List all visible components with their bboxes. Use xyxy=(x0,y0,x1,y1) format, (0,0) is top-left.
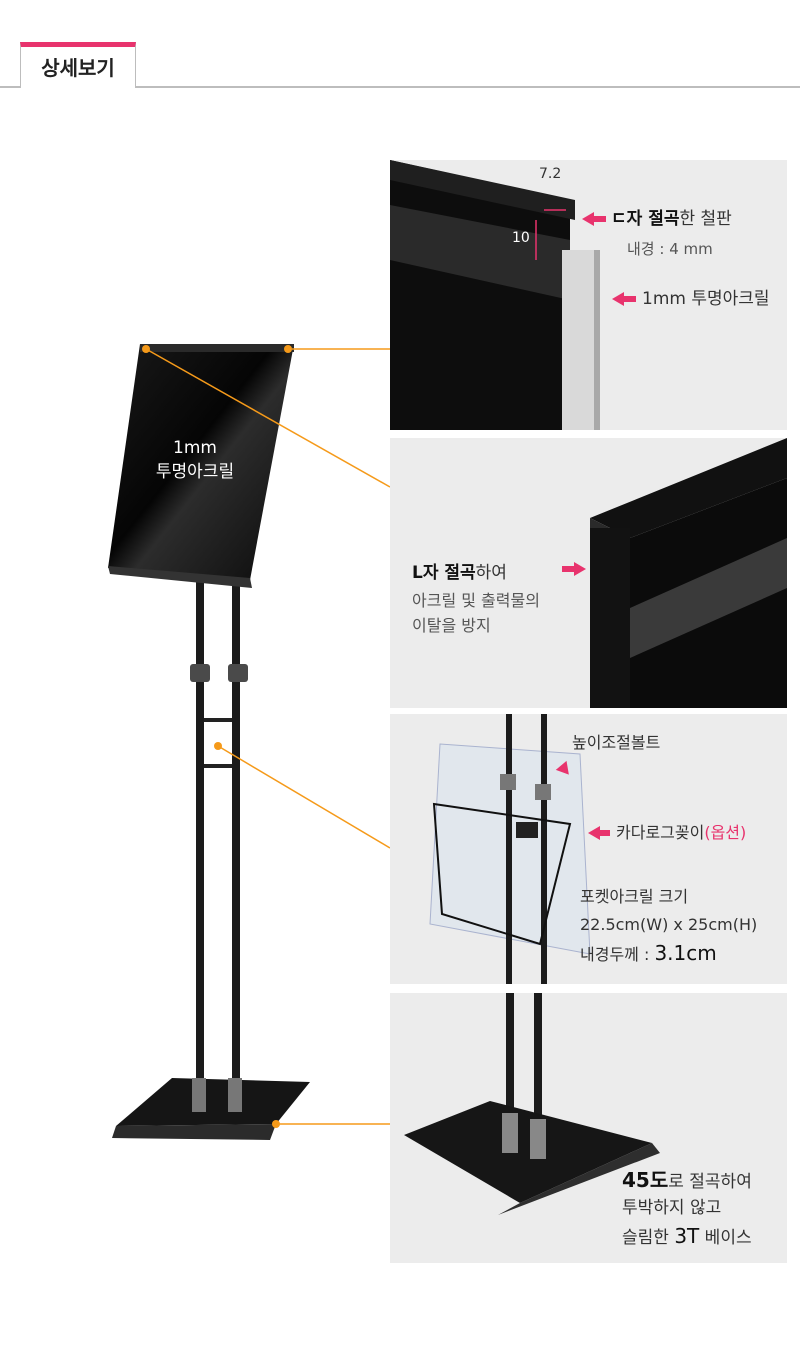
label-c-bend: ㄷ자 절곡한 철판 xyxy=(611,209,732,229)
label-acrylic: 1mm 투명아크릴 xyxy=(642,289,770,309)
label-inner-diameter: 내경 : 4 mm xyxy=(627,240,713,258)
arrow-right-icon xyxy=(574,562,586,576)
label-pocket-size-title: 포켓아크릴 크기 xyxy=(580,887,689,906)
corner-closeup-image xyxy=(590,438,787,708)
header-divider xyxy=(0,86,800,88)
label-l-bend: L자 절곡하여 xyxy=(412,563,507,583)
arrow-right-icon-stem xyxy=(562,566,574,572)
detail-panel-pocket: 높이조절볼트 카다로그꽂이(옵션) 포켓아크릴 크기 22.5cm(W) x 2… xyxy=(390,714,787,984)
pocket-closeup-image xyxy=(429,714,591,984)
arrow-left-icon-stem xyxy=(600,830,610,836)
detail-panel-top-frame: 7.2 10 ㄷ자 절곡한 철판 내경 : 4 mm 1mm 투명아크릴 xyxy=(390,160,787,430)
detail-panel-corner: L자 절곡하여 아크릴 및 출력물의 이탈을 방지 xyxy=(390,438,787,708)
dim-width: 7.2 xyxy=(539,166,562,182)
label-base-line3: 슬림한 3T 베이스 xyxy=(622,1224,752,1248)
label-thickness: 내경두께 : 3.1cm xyxy=(580,941,717,965)
label-base-line2: 투박하지 않고 xyxy=(622,1198,722,1218)
arrow-left-icon-stem xyxy=(594,216,606,222)
arrow-left-icon xyxy=(582,212,594,226)
base-closeup-image xyxy=(404,993,660,1215)
sign-text: 1mm 투명아크릴 xyxy=(150,436,240,484)
sign-text-line2: 투명아크릴 xyxy=(155,462,235,482)
frame-closeup-image xyxy=(390,160,600,430)
arrow-left-icon xyxy=(588,826,600,840)
detail-panel-base: 45도로 절곡하여 투박하지 않고 슬림한 3T 베이스 xyxy=(390,993,787,1263)
detail-tab-label: 상세보기 xyxy=(41,56,115,80)
label-corner-line2: 아크릴 및 출력물의 xyxy=(412,591,540,610)
detail-tab[interactable] xyxy=(20,42,136,88)
label-base-line1: 45도로 절곡하여 xyxy=(622,1168,752,1192)
label-corner-line3: 이탈을 방지 xyxy=(412,616,491,635)
label-catalog-holder: 카다로그꽂이(옵션) xyxy=(616,823,747,842)
label-pocket-size-value: 22.5cm(W) x 25cm(H) xyxy=(580,915,758,934)
dim-height: 10 xyxy=(512,230,530,246)
sign-text-line1: 1mm xyxy=(173,438,217,458)
arrow-left-icon-stem xyxy=(624,296,636,302)
label-height-bolt: 높이조절볼트 xyxy=(572,733,661,752)
arrow-left-icon xyxy=(612,292,624,306)
